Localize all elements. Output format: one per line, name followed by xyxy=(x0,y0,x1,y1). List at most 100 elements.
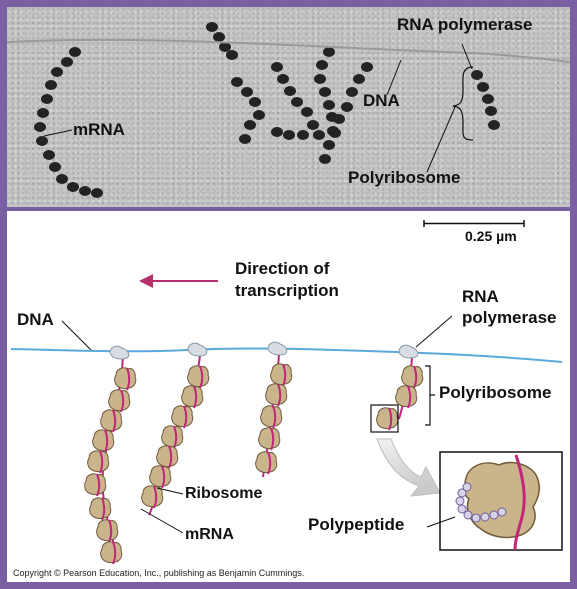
micrograph-particle xyxy=(316,60,328,70)
micrograph-particle xyxy=(213,32,225,42)
ribosome xyxy=(100,409,123,433)
ribosome xyxy=(141,485,164,509)
amino-acid-bead xyxy=(489,510,499,520)
micrograph-particle xyxy=(49,162,61,172)
amino-acid-bead xyxy=(497,507,507,517)
micrograph-particle xyxy=(241,87,253,97)
micrograph-particle xyxy=(206,22,218,32)
micrograph-particle xyxy=(271,62,283,72)
micrograph-particle xyxy=(485,106,497,116)
rna-polymerase-leader-bottom xyxy=(415,315,453,348)
micrograph-particle xyxy=(284,86,296,96)
micrograph-particle xyxy=(34,122,46,132)
dna-leader xyxy=(386,59,402,96)
ribosome xyxy=(96,519,119,543)
micrograph-particle xyxy=(307,120,319,130)
micrograph-particle xyxy=(346,87,358,97)
ribosome xyxy=(100,541,123,565)
ribosome xyxy=(187,365,210,389)
scale-bar-label: 0.25 µm xyxy=(465,228,517,244)
micrograph-dna-label: DNA xyxy=(363,91,400,110)
micrograph-particle xyxy=(226,50,238,60)
micrograph-particle xyxy=(41,94,53,104)
rna-polymerase-leader xyxy=(461,43,473,70)
rna-polymerase-molecules xyxy=(109,341,419,360)
micrograph-particle xyxy=(283,130,295,140)
micrograph-particle xyxy=(271,127,283,137)
micrograph-particle xyxy=(323,140,335,150)
ribosome xyxy=(149,465,172,489)
micrograph-particle xyxy=(482,94,494,104)
micrograph-particle xyxy=(291,97,303,107)
micrograph-particle xyxy=(319,87,331,97)
rna-polymerase-label-line1: RNA xyxy=(462,287,499,306)
polyribosome-leader xyxy=(426,106,456,173)
dna-strand-faint xyxy=(7,38,570,63)
copyright-notice: Copyright © Pearson Education, Inc., pub… xyxy=(13,568,305,578)
ribosome xyxy=(92,429,115,453)
mrna-leader-bottom xyxy=(140,508,184,534)
amino-acid-bead xyxy=(457,488,467,498)
polypeptide-chain xyxy=(455,482,507,523)
direction-label-line1: Direction of xyxy=(235,259,330,278)
micrograph-particle xyxy=(277,74,289,84)
micrograph-particle xyxy=(313,130,325,140)
micrograph-particles xyxy=(34,22,500,198)
micrograph-particle xyxy=(239,134,251,144)
rna-polymerase-4 xyxy=(398,344,419,359)
micrograph-particle xyxy=(43,150,55,160)
rna-polymerase-1 xyxy=(109,345,130,360)
mrna-leader xyxy=(43,129,73,137)
micrograph-polyribosome-label: Polyribosome xyxy=(348,168,461,187)
micrograph-particle xyxy=(488,120,500,130)
micrograph-mrna-label: mRNA xyxy=(73,120,125,139)
ribosome xyxy=(395,385,418,409)
ribosome xyxy=(376,407,399,431)
electron-micrograph: RNA polymerase DNA mRNA Polyribosome xyxy=(7,7,570,207)
micrograph-particle xyxy=(323,47,335,57)
micrograph-particle xyxy=(297,130,309,140)
label-leaders xyxy=(140,487,184,534)
micrograph-particle xyxy=(249,97,261,107)
micrograph-particle xyxy=(244,120,256,130)
micrograph-drawing xyxy=(7,22,570,198)
ribosome xyxy=(108,389,131,413)
ribosome xyxy=(258,427,281,451)
ribosome xyxy=(255,451,278,475)
amino-acid-bead xyxy=(463,510,473,520)
micrograph-particle xyxy=(253,110,265,120)
direction-arrow-head xyxy=(139,274,153,288)
transcription-diagram xyxy=(10,220,563,565)
micrograph-particle xyxy=(45,80,57,90)
ribosome xyxy=(156,445,179,469)
micrograph-particle xyxy=(36,136,48,146)
ribosome xyxy=(260,405,283,429)
micrograph-rna-polymerase-label: RNA polymerase xyxy=(397,15,533,34)
micrograph-particle xyxy=(314,74,326,84)
micrograph-particle xyxy=(471,70,483,80)
rna-polymerase-3 xyxy=(267,341,288,356)
micrograph-particle xyxy=(219,42,231,52)
micrograph-particle xyxy=(61,57,73,67)
rna-polymerase-label-line2: polymerase xyxy=(462,308,557,327)
amino-acid-bead xyxy=(471,513,481,523)
ribosome-leader xyxy=(156,487,184,495)
polypeptide-label: Polypeptide xyxy=(308,515,405,534)
zoom-source-box xyxy=(370,404,399,433)
ribosome-label: Ribosome xyxy=(185,485,263,502)
ribosome xyxy=(114,367,137,391)
figure-frame: RNA polymerase DNA mRNA Polyribosome xyxy=(7,7,570,582)
micrograph-particle xyxy=(51,67,63,77)
ribosome xyxy=(87,450,110,474)
direction-label-line2: transcription xyxy=(235,281,339,300)
ribosome xyxy=(84,473,107,497)
dna-label: DNA xyxy=(17,310,54,329)
dna-leader-bottom xyxy=(61,320,92,351)
mrna-label: mRNA xyxy=(185,526,234,543)
micrograph-particle xyxy=(79,186,91,196)
ribosome xyxy=(171,405,194,429)
scale-bar xyxy=(423,220,525,227)
micrograph-particle xyxy=(353,74,365,84)
amino-acid-bead xyxy=(480,512,490,522)
rna-polymerase-2 xyxy=(187,342,208,357)
